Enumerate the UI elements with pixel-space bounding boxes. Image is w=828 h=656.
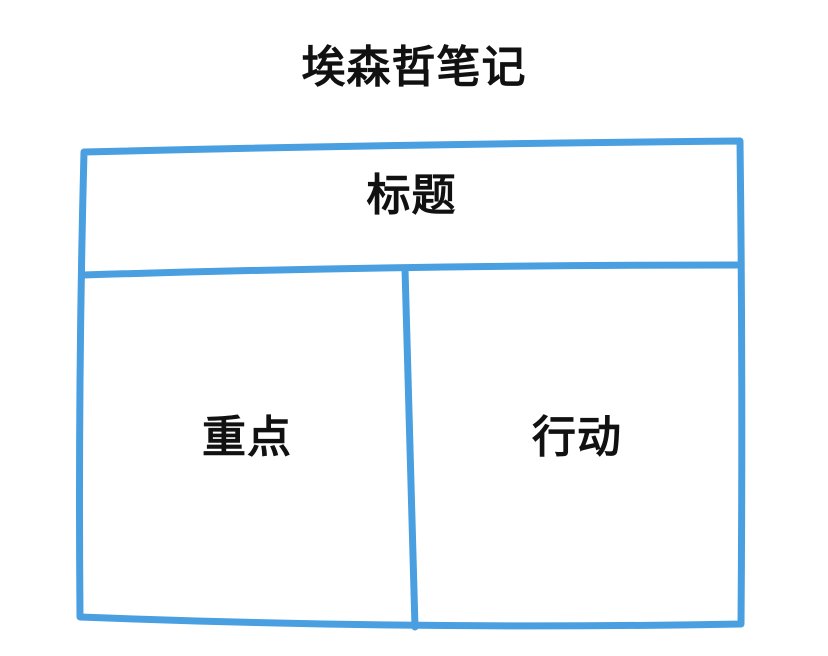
header-section-label: 标题 xyxy=(366,170,457,221)
actions-section-label: 行动 xyxy=(532,412,622,463)
key-points-section-label: 重点 xyxy=(202,412,292,463)
outer-frame xyxy=(76,137,746,630)
header-divider xyxy=(79,261,744,279)
column-divider xyxy=(401,265,419,631)
page-title: 埃森哲笔记 xyxy=(301,42,527,93)
